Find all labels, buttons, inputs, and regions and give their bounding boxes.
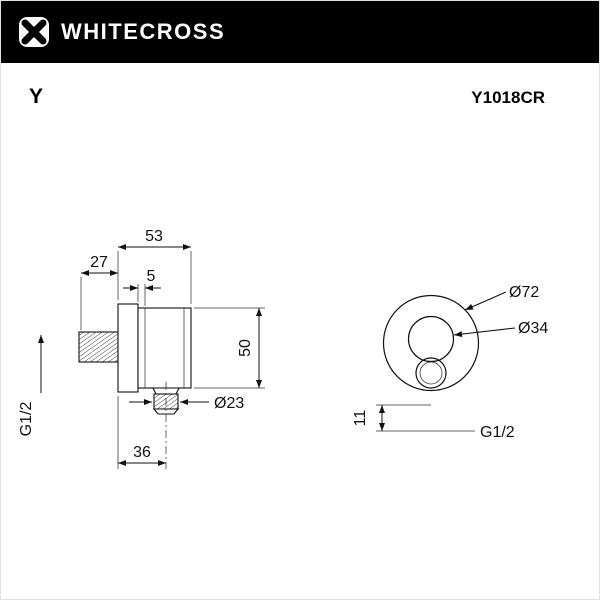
brand-name: WHITECROSS	[61, 19, 226, 44]
thread-label-inlet: G1/2	[18, 402, 35, 437]
dim-label-thread-length: 27	[90, 254, 108, 271]
front-view: Ø72 Ø34 11 G1/2	[352, 284, 548, 441]
body-inner-circle	[407, 315, 455, 363]
product-series-label: Y	[29, 85, 44, 108]
elbow-body	[137, 307, 192, 389]
thread-label-outlet: G1/2	[480, 424, 515, 441]
dim-label-total-depth: 53	[145, 228, 163, 245]
dim-label-outlet-diameter: Ø23	[214, 395, 244, 412]
side-view: 53 27 5 50 Ø23 36	[18, 228, 265, 469]
dim-label-outlet-drop: 11	[352, 410, 369, 427]
dim-label-plate-gap: 5	[147, 268, 156, 285]
whitecross-logo-icon	[18, 16, 50, 48]
leader-o72	[464, 291, 507, 311]
outlet-end-cap	[152, 408, 180, 415]
dim-label-inner-diameter: Ø34	[518, 320, 548, 337]
header-bar: WHITECROSS	[1, 1, 599, 63]
product-model-label: Y1018CR	[471, 88, 545, 107]
inlet-pipe-thread	[78, 331, 119, 363]
dim-label-outer-diameter: Ø72	[509, 284, 539, 301]
wall-plate-outer-circle	[382, 294, 480, 392]
leader-o34	[453, 327, 516, 338]
dim-label-height: 50	[237, 339, 254, 357]
wall-plate	[117, 303, 139, 393]
outlet-circle-inner	[419, 361, 443, 385]
dim-label-outlet-offset: 36	[133, 444, 151, 461]
outlet-circle-outer	[415, 357, 447, 389]
